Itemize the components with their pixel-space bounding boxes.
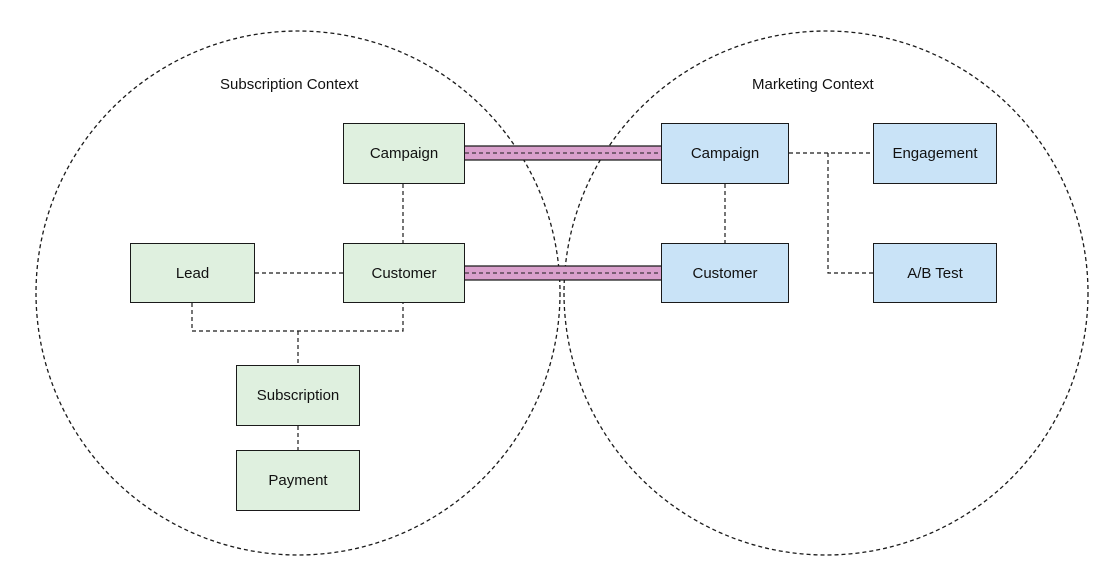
sub-customer-box[interactable]: Customer: [343, 243, 465, 303]
payment-box[interactable]: Payment: [236, 450, 360, 511]
mkt-customer-box[interactable]: Customer: [661, 243, 789, 303]
lead-box[interactable]: Lead: [130, 243, 255, 303]
marketing-context-boundary: [563, 30, 1089, 556]
edge-campaign-abtest: [827, 153, 873, 274]
mkt-campaign-box[interactable]: Campaign: [661, 123, 789, 184]
sub-campaign-box[interactable]: Campaign: [343, 123, 465, 184]
edge-lead-customer-subscription: [191, 303, 404, 332]
engagement-box[interactable]: Engagement: [873, 123, 997, 184]
subscription-context-boundary: [35, 30, 561, 556]
shared-link-campaign: [465, 145, 661, 161]
shared-link-customer: [465, 265, 661, 281]
subscription-box[interactable]: Subscription: [236, 365, 360, 426]
marketing-context-title: Marketing Context: [752, 76, 874, 93]
ab-test-box[interactable]: A/B Test: [873, 243, 997, 303]
subscription-context-title: Subscription Context: [220, 76, 359, 93]
